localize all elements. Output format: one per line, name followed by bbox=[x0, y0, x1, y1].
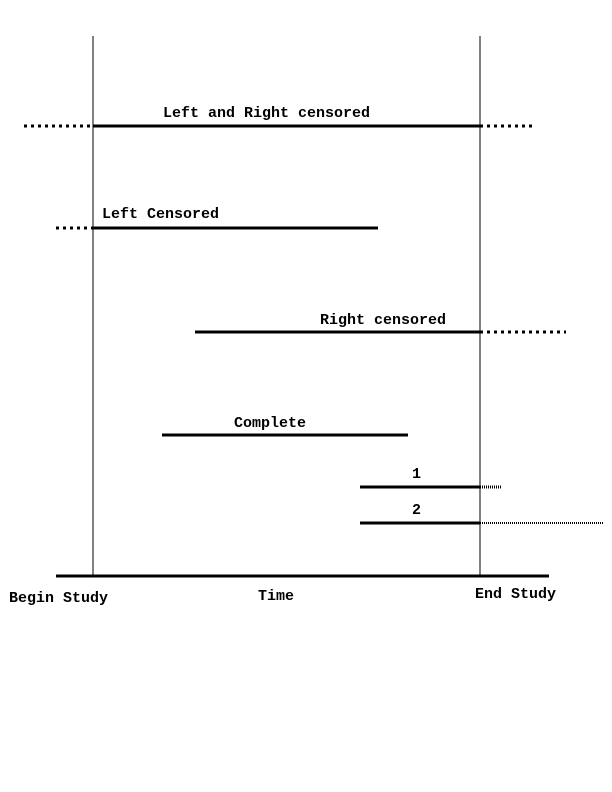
interval-label: 1 bbox=[412, 466, 421, 483]
interval-right-censored: Right censored bbox=[195, 312, 566, 334]
interval-complete: Complete bbox=[162, 415, 408, 437]
interval-label: Left Censored bbox=[102, 206, 219, 223]
interval-left-censored: Left Censored bbox=[56, 206, 378, 230]
interval-label: Left and Right censored bbox=[163, 105, 370, 122]
interval-label: Right censored bbox=[320, 312, 446, 329]
interval-case-1: 1 bbox=[360, 466, 502, 489]
time-label: Time bbox=[258, 588, 294, 605]
end-study-label: End Study bbox=[475, 586, 556, 603]
interval-case-2: 2 bbox=[360, 502, 604, 525]
interval-left-and-right-censored: Left and Right censored bbox=[24, 105, 532, 128]
interval-label: Complete bbox=[234, 415, 306, 432]
interval-label: 2 bbox=[412, 502, 421, 519]
begin-study-label: Begin Study bbox=[9, 590, 108, 607]
